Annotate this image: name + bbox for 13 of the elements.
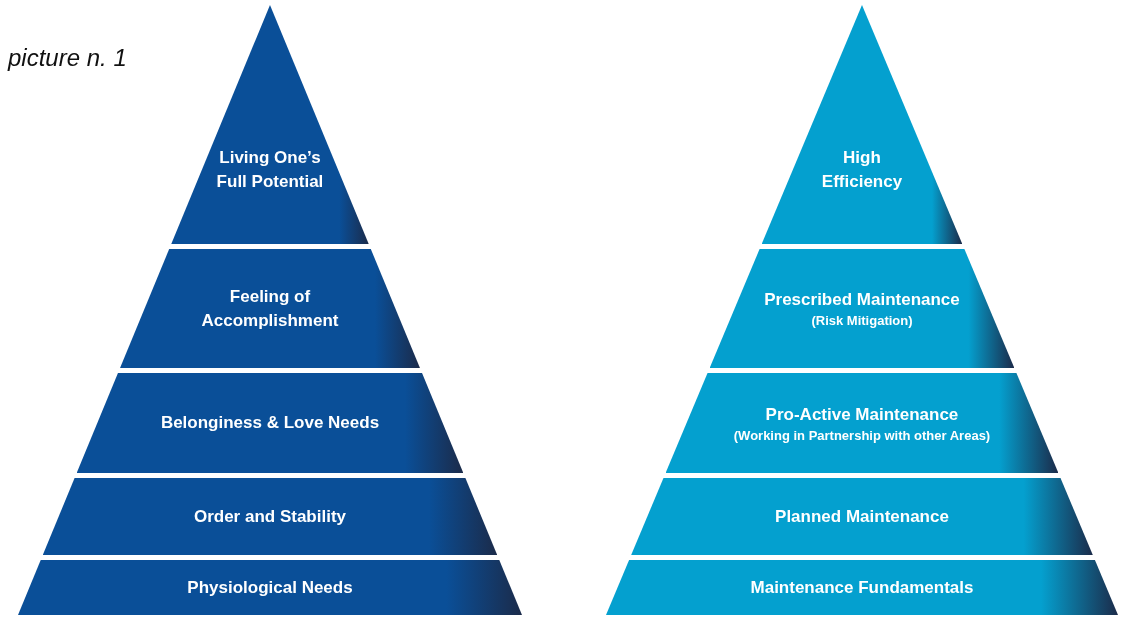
level-label: Living One’s Full Potential	[215, 146, 325, 193]
level-label: Physiological Needs	[187, 576, 353, 599]
level-sublabel: (Risk Mitigation)	[811, 312, 913, 329]
level-label: Belonginess & Love Needs	[160, 412, 380, 434]
level-label: Feeling of Accomplishment	[200, 285, 340, 332]
level-label: Prescribed Maintenance	[764, 289, 960, 311]
level-label: High Efficiency	[820, 146, 904, 193]
level-label: Planned Maintenance	[775, 505, 949, 528]
level-sublabel: (Working in Partnership with other Areas)	[733, 426, 991, 444]
level-label: Order and Stability	[193, 505, 347, 528]
level-label: Maintenance Fundamentals	[750, 576, 974, 599]
level-label: Pro-Active Maintenance	[765, 403, 959, 426]
figure-caption: picture n. 1	[8, 44, 127, 72]
